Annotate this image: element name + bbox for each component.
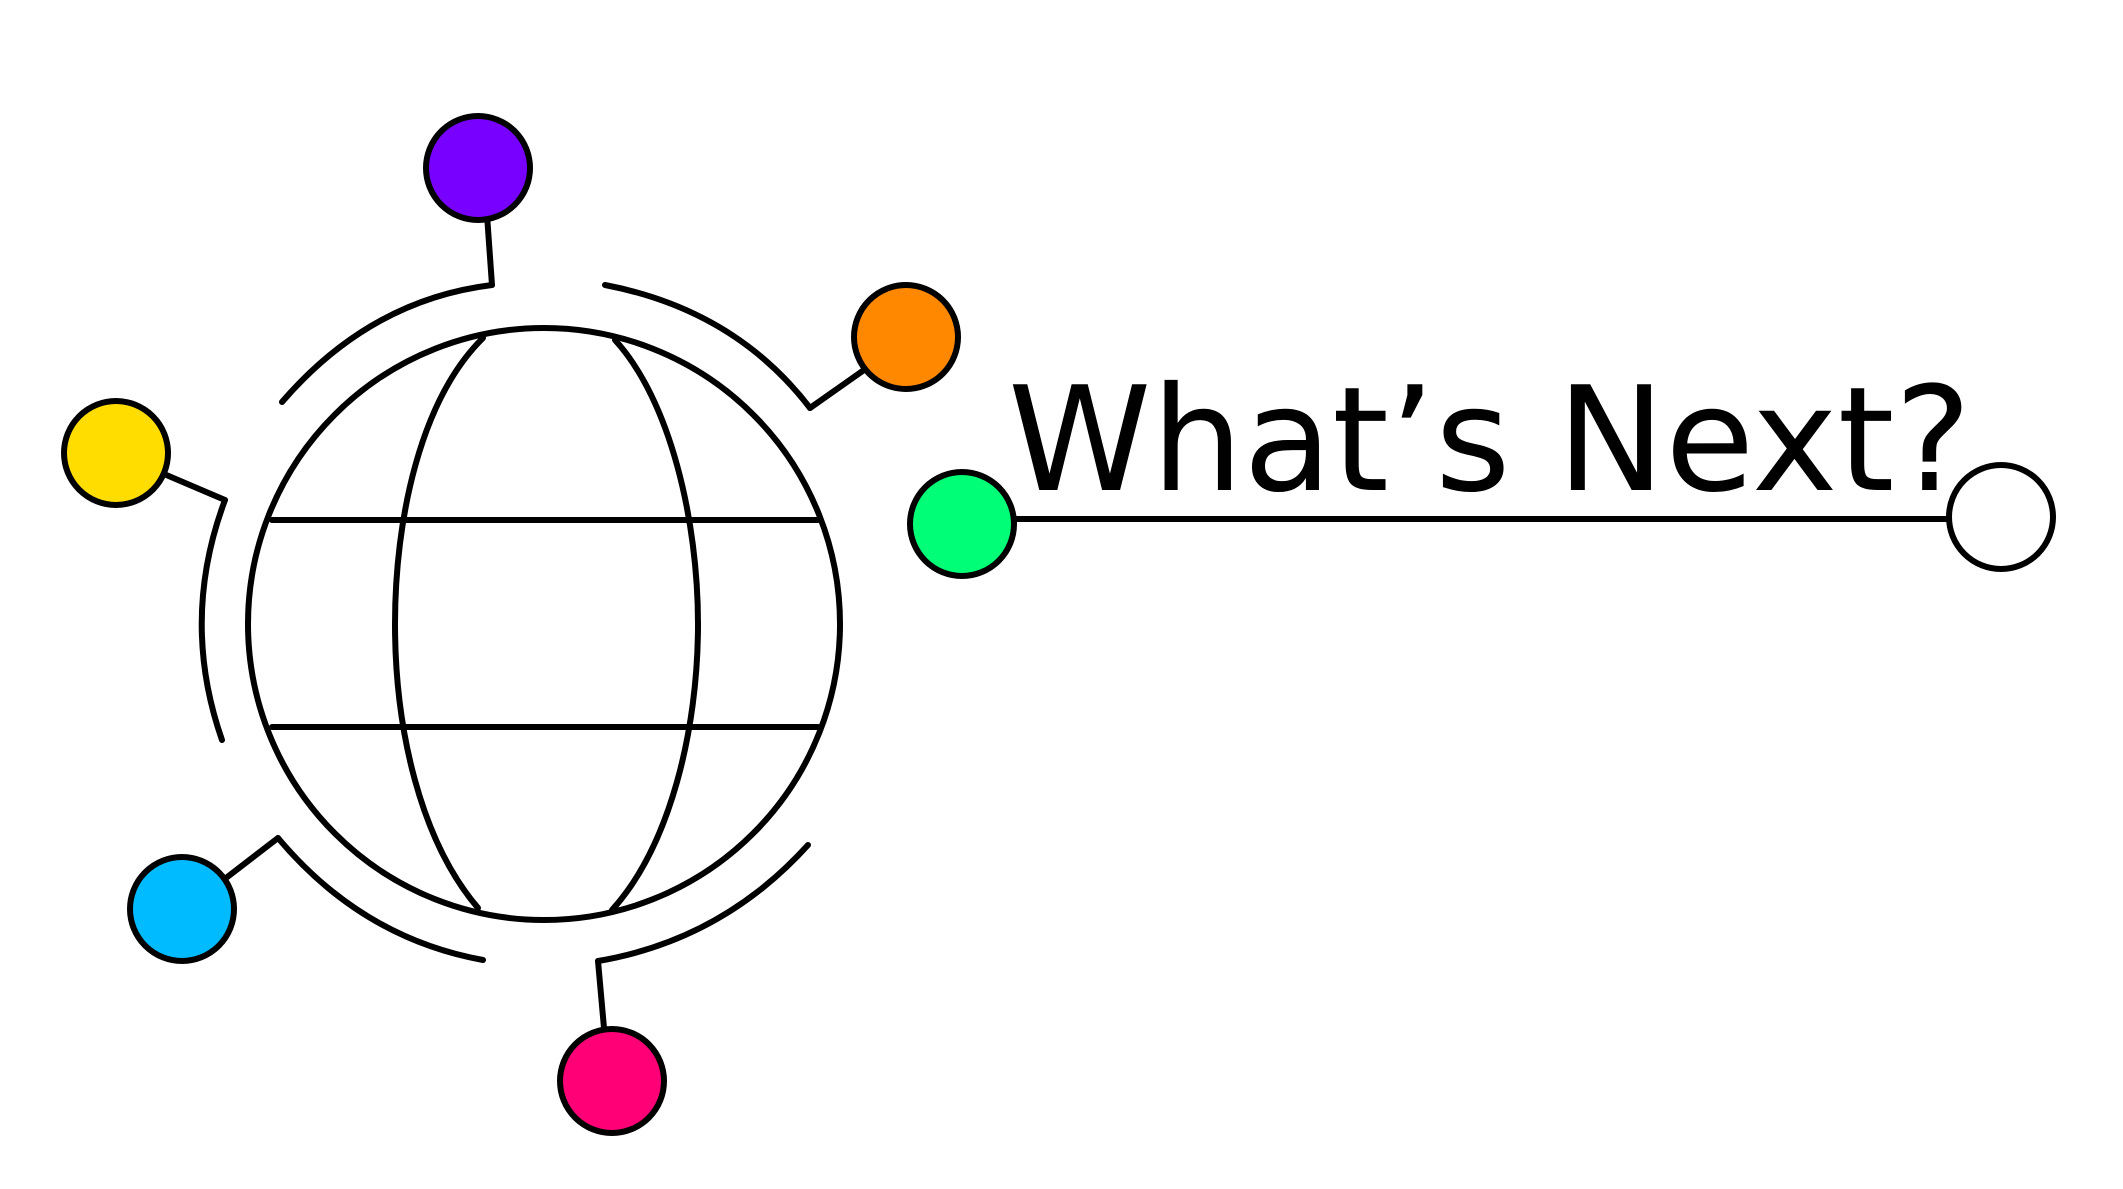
blue-node xyxy=(127,854,237,964)
orange-node xyxy=(851,282,961,392)
orbit-arc-bottom-right xyxy=(595,842,811,964)
orbit-arc-top-right xyxy=(602,282,813,411)
globe-outline xyxy=(245,325,843,923)
page-title: What’s Next? xyxy=(1008,356,1971,525)
connector-yellow xyxy=(161,471,228,503)
globe-meridian-right xyxy=(609,337,701,913)
nodes xyxy=(61,113,2056,1136)
green-node xyxy=(907,469,1017,579)
globe-icon xyxy=(245,325,843,923)
orbit-ring xyxy=(198,282,813,964)
connector-blue xyxy=(223,835,281,881)
connector-purple xyxy=(484,212,495,288)
orbit-arc-left xyxy=(198,497,228,743)
connector-orange xyxy=(807,367,867,411)
globe-meridian-left xyxy=(392,335,486,911)
pink-node xyxy=(557,1026,667,1136)
purple-node xyxy=(423,113,533,223)
orbit-arc-top-left xyxy=(279,282,495,405)
yellow-node xyxy=(61,398,171,508)
connector-pink xyxy=(595,958,607,1031)
node-connectors xyxy=(161,212,867,1031)
orbit-arc-bottom-left xyxy=(275,835,486,963)
